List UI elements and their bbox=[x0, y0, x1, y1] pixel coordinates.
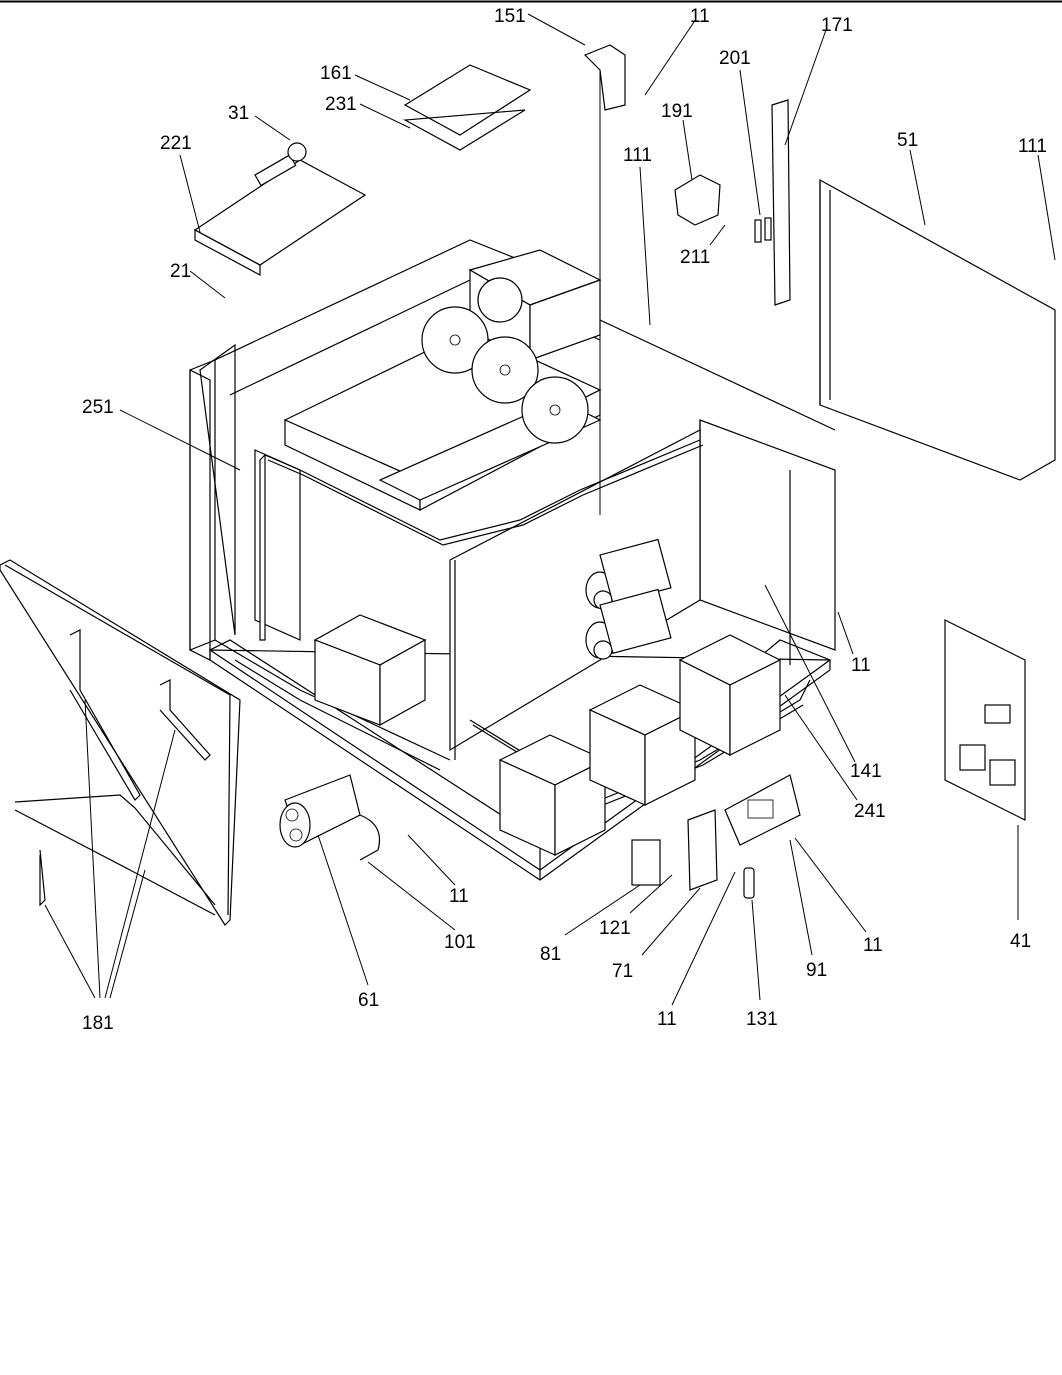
callout-121: 121 bbox=[599, 918, 631, 939]
leader-lines bbox=[44, 13, 1056, 1006]
callout-241: 241 bbox=[854, 801, 886, 822]
part-71-bracket bbox=[687, 809, 718, 891]
part-201-fuses bbox=[754, 217, 772, 243]
callout-51: 51 bbox=[897, 130, 918, 151]
part-101-clamp bbox=[359, 814, 381, 861]
callout-161: 161 bbox=[320, 63, 352, 84]
callout-251: 251 bbox=[82, 397, 114, 418]
callout-221: 221 bbox=[160, 133, 192, 154]
callout-191: 191 bbox=[661, 101, 693, 122]
callout-71: 71 bbox=[612, 961, 633, 982]
callout-101: 101 bbox=[444, 932, 476, 953]
fan-blades bbox=[421, 277, 589, 444]
part-81-relay bbox=[631, 839, 661, 886]
lower-transformers bbox=[313, 614, 782, 856]
callout-151: 151 bbox=[494, 6, 526, 27]
capacitors bbox=[585, 538, 672, 660]
part-51-panel bbox=[819, 178, 1056, 481]
callout-11-top: 11 bbox=[690, 6, 710, 27]
part-161-plate bbox=[402, 64, 532, 151]
callout-61: 61 bbox=[358, 990, 379, 1011]
callout-131: 131 bbox=[746, 1009, 778, 1030]
part-61-capacitor bbox=[279, 774, 361, 848]
callout-11-bottom: 11 bbox=[657, 1009, 677, 1030]
callout-81: 81 bbox=[540, 944, 561, 965]
callout-111-right: 111 bbox=[1018, 136, 1047, 157]
part-41-board bbox=[944, 619, 1026, 821]
callout-231: 231 bbox=[325, 94, 357, 115]
callout-labels: 151 11 171 161 201 231 191 31 221 111 51… bbox=[82, 6, 1047, 1034]
callout-111-mid: 111 bbox=[623, 145, 652, 166]
part-221-board bbox=[193, 142, 367, 277]
callout-211: 211 bbox=[680, 247, 710, 268]
callout-141: 141 bbox=[850, 761, 882, 782]
part-91-plate bbox=[724, 774, 801, 846]
callout-11-mid: 11 bbox=[449, 886, 469, 907]
callout-171: 171 bbox=[821, 15, 853, 36]
part-131-fuse bbox=[743, 867, 755, 899]
callout-41: 41 bbox=[1010, 931, 1031, 952]
part-171-strip bbox=[771, 99, 791, 306]
callout-201: 201 bbox=[719, 48, 751, 69]
callout-181: 181 bbox=[82, 1013, 114, 1034]
callout-11-r2: 11 bbox=[863, 935, 883, 956]
part-181-seals bbox=[0, 559, 241, 926]
callout-91: 91 bbox=[806, 960, 827, 981]
callout-11-right: 11 bbox=[851, 655, 871, 676]
callout-21: 21 bbox=[170, 261, 191, 282]
part-191-switch bbox=[674, 174, 721, 226]
part-151-bracket bbox=[583, 44, 626, 515]
callout-31: 31 bbox=[228, 103, 249, 124]
